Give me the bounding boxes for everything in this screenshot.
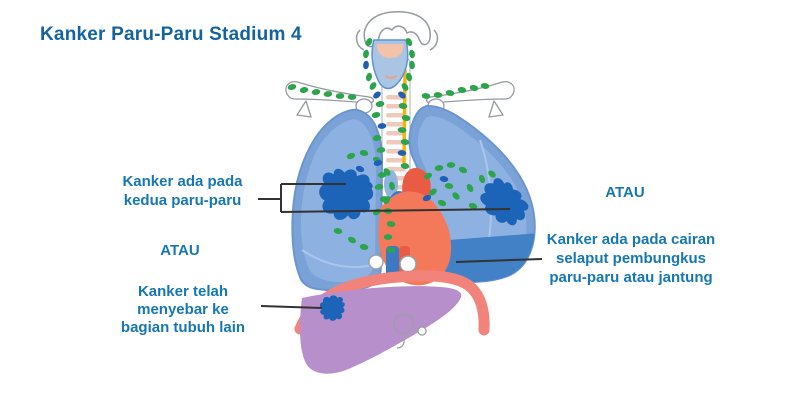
label-cancer-effusion: Kanker ada pada cairan selaput pembungku… <box>535 230 727 287</box>
label-atau-left: ATAU <box>160 242 200 259</box>
label-cancer-spread: Kanker telah menyebar ke bagian tubuh la… <box>108 283 258 337</box>
label-atau-right: ATAU <box>605 184 645 201</box>
page-title: Kanker Paru-Paru Stadium 4 <box>40 24 302 45</box>
label-line: Kanker ada pada cairan <box>546 231 716 248</box>
label-line: paru-paru atau jantung <box>549 269 713 286</box>
duodenum-outline <box>392 313 414 349</box>
esophagus-outline <box>368 254 417 273</box>
skull-outline <box>355 11 439 51</box>
label-line: bagian tubuh lain <box>120 319 246 336</box>
label-line: Kanker telah <box>137 283 229 300</box>
tumor-liver <box>319 295 345 321</box>
label-line: kedua paru-paru <box>123 192 242 209</box>
connector-line-effusion <box>455 258 543 263</box>
lymph-nodes-blue <box>355 60 449 202</box>
label-cancer-both-lungs: Kanker ada pada kedua paru-paru <box>110 172 255 210</box>
larynx <box>371 39 409 90</box>
label-line: selaput pembungkus <box>555 250 707 267</box>
connector-line-liver <box>260 305 323 309</box>
label-line: menyebar ke <box>137 301 229 318</box>
lymph-nodes <box>287 37 496 253</box>
label-line: Kanker ada pada <box>122 173 243 190</box>
connector-bracket-both-lungs <box>258 183 511 213</box>
vessel-outline <box>417 326 427 336</box>
